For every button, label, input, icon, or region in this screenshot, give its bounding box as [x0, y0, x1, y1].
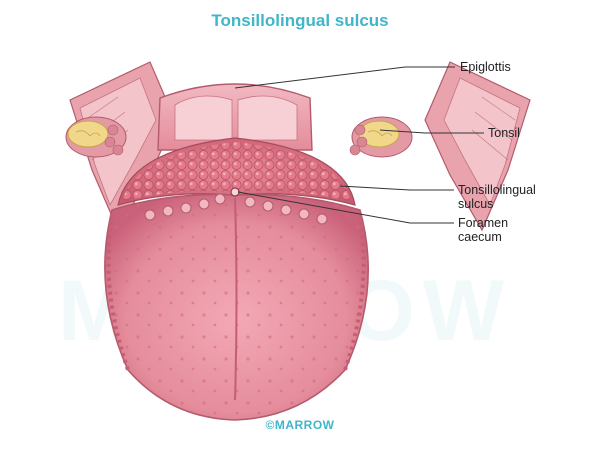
vallate-papillae	[144, 193, 328, 225]
foramen-leader	[237, 191, 454, 224]
label-foramen-caecum: Foramen caecum	[458, 216, 509, 244]
tongue-root	[117, 137, 356, 206]
right-palatine-arch	[424, 61, 531, 232]
epiglottis-leader	[234, 66, 455, 89]
epiglottis	[157, 83, 313, 151]
label-tonsillolingual-sulcus: Tonsillolingual sulcus	[458, 183, 536, 211]
leader-lines	[234, 66, 484, 224]
tonsil-leader	[379, 129, 484, 134]
left-tonsil	[65, 116, 127, 158]
diagram-title: Tonsillolingual sulcus	[211, 11, 389, 30]
label-tonsil: Tonsil	[488, 126, 520, 140]
copyright-footer: ©MARROW	[265, 418, 335, 432]
label-epiglottis: Epiglottis	[460, 60, 511, 74]
right-tonsil	[349, 116, 413, 158]
sulcus-leader	[339, 185, 454, 191]
foramen-caecum-mark	[230, 187, 240, 197]
tongue-body	[104, 193, 369, 421]
